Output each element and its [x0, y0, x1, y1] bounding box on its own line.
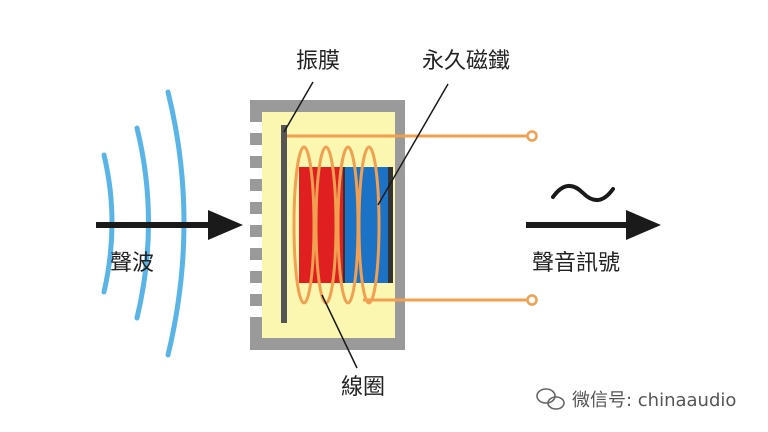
- leader-magnet: [377, 83, 449, 206]
- terminal-top: [526, 130, 538, 142]
- magnet-blue-pole: [344, 167, 390, 283]
- magnet-back-plate: [388, 167, 393, 283]
- output-terminals: [526, 130, 538, 306]
- label-coil: 線圈: [341, 375, 385, 400]
- terminal-bottom: [526, 294, 538, 306]
- sound-wave-arrow: [96, 210, 243, 240]
- diaphragm: [281, 125, 287, 323]
- label-permanent-magnet: 永久磁鐵: [422, 49, 510, 74]
- label-sound-wave: 聲波: [110, 251, 154, 276]
- signal-wave-symbol: [551, 184, 615, 202]
- leader-coil: [321, 294, 358, 369]
- coil-loop-1: [292, 145, 316, 305]
- leader-lines: [283, 81, 449, 369]
- leader-diaphragm: [283, 81, 314, 133]
- label-diaphragm: 振膜: [296, 49, 340, 74]
- wechat-icon: [536, 388, 565, 410]
- coil-wire: [287, 134, 530, 302]
- audio-signal-arrow: [526, 210, 661, 240]
- microphone-housing: [250, 100, 530, 350]
- label-audio-signal: 聲音訊號: [532, 251, 620, 276]
- coil-loop-4: [357, 145, 381, 305]
- watermark-text: 微信号: chinaaudio: [572, 390, 736, 411]
- front-grille: [250, 122, 262, 317]
